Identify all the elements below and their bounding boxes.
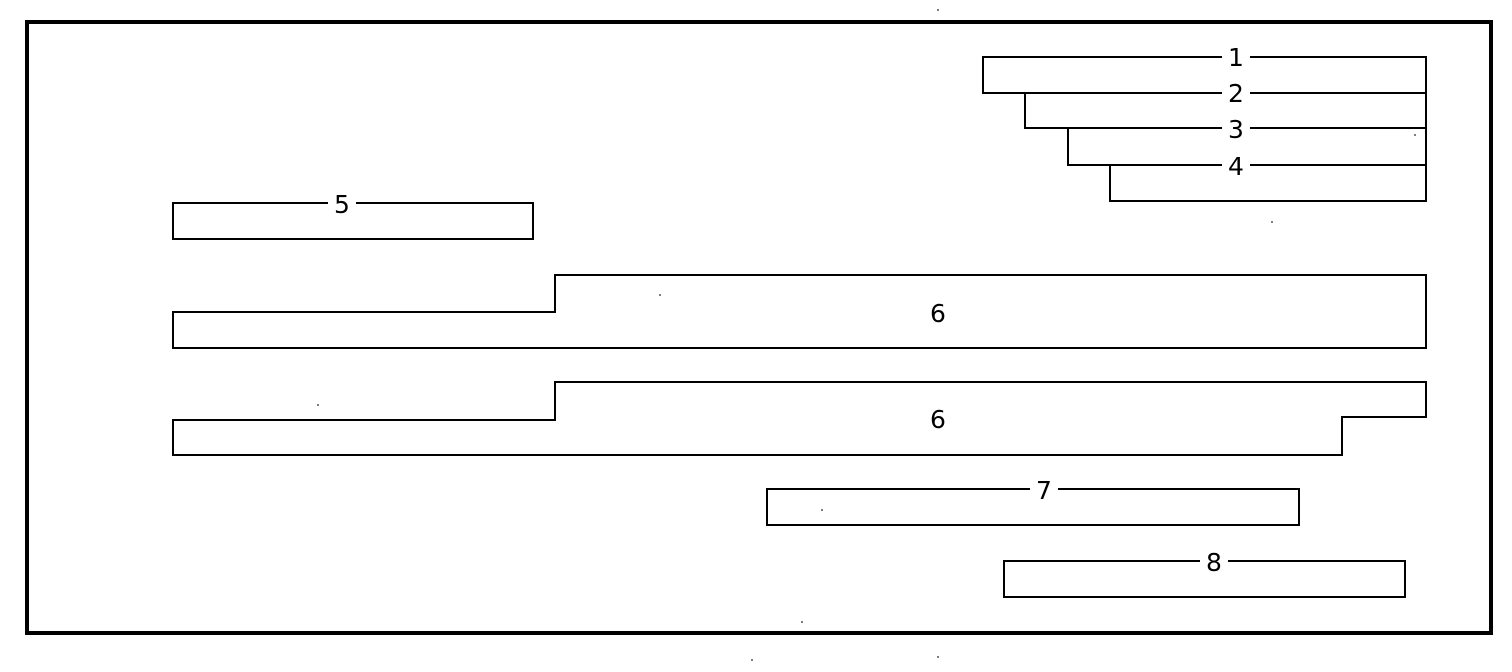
bar-5 [172, 202, 534, 240]
stepped-shape-6-lower [172, 381, 1427, 456]
bar-4 [1109, 164, 1427, 202]
scan-speck [1271, 221, 1273, 223]
bar-7 [766, 488, 1300, 526]
label-5: 5 [334, 190, 350, 219]
outer-frame [25, 20, 1493, 635]
label-3-bg [1222, 116, 1250, 140]
stepped-shape-6-upper [172, 274, 1427, 349]
label-2-bg [1222, 81, 1250, 105]
label-group-8: 8 [1200, 548, 1228, 577]
label-8-bg [1200, 549, 1228, 573]
label-4-bg [1222, 153, 1250, 177]
scan-speck [1414, 134, 1416, 136]
scan-speck [751, 659, 753, 661]
label-group-2: 2 [1222, 79, 1250, 108]
label-3: 3 [1228, 115, 1244, 144]
label-group-1: 1 [1222, 43, 1250, 72]
scan-speck [317, 404, 319, 406]
scan-speck [937, 9, 939, 11]
label-6-lower: 6 [930, 405, 946, 434]
label-group-4: 4 [1222, 152, 1250, 181]
scan-speck [821, 509, 823, 511]
label-group-7: 7 [1030, 476, 1058, 505]
bar-1 [982, 56, 1427, 94]
label-group-5: 5 [328, 190, 356, 219]
label-6-upper: 6 [930, 299, 946, 328]
label-4: 4 [1228, 152, 1244, 181]
label-8: 8 [1206, 548, 1222, 577]
label-5-bg [328, 191, 356, 215]
bar-8 [1003, 560, 1406, 598]
label-1: 1 [1228, 43, 1244, 72]
label-7: 7 [1036, 476, 1052, 505]
label-group-3: 3 [1222, 115, 1250, 144]
scan-speck [659, 294, 661, 296]
scan-speck [937, 656, 939, 658]
label-1-bg [1222, 45, 1250, 69]
label-2: 2 [1228, 79, 1244, 108]
scan-speck [801, 621, 803, 623]
label-7-bg [1030, 477, 1058, 501]
